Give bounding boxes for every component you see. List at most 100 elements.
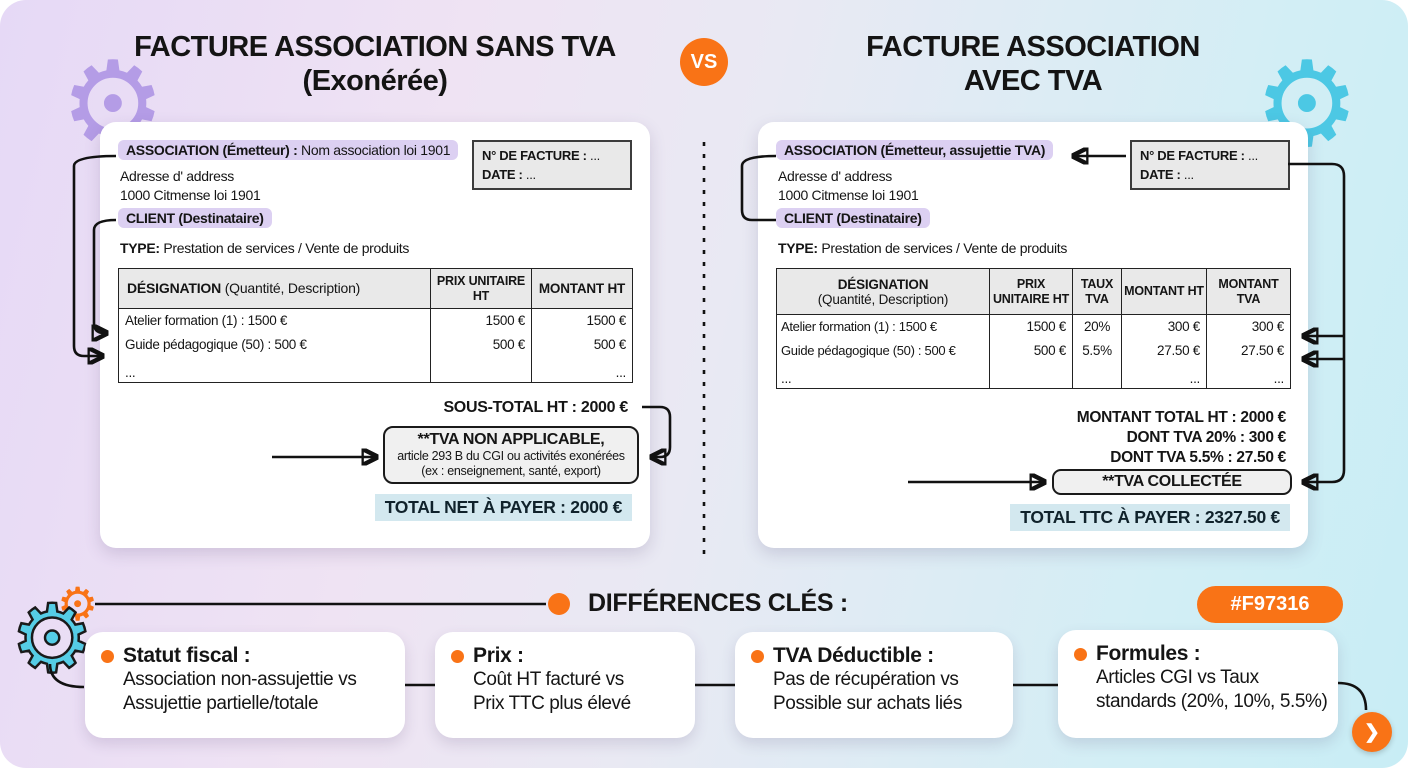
invoice-card-exonerated: ASSOCIATION (Émetteur) : Nom association… [100,122,650,548]
title-right-line2: AVEC TVA [963,65,1103,97]
invoice-no-label: N° DE FACTURE : [482,148,587,163]
date-label: DATE : [482,167,523,182]
table-header-designation: DÉSIGNATION (Quantité, Description) [118,268,431,309]
totals-summary: MONTANT TOTAL HT : 2000 € DONT TVA 20% :… [1076,408,1287,468]
table-cell: Atelier formation (1) : 1500 € [776,314,990,339]
chevron-right-button[interactable]: ❯ [1352,712,1392,752]
items-table: DÉSIGNATION (Quantité, Description) PRIX… [118,268,633,383]
address-line: Adresse d' address [778,168,893,184]
table-header-rate: TAUX TVA [1072,268,1122,315]
table-cell: ... [531,356,633,383]
invoice-card-with-vat: ASSOCIATION (Émetteur, assujettie TVA) A… [758,122,1308,548]
type-label: TYPE: [778,240,818,256]
chevron-right-icon: ❯ [1364,721,1380,743]
card-line: Articles CGI vs Taux [1096,667,1259,688]
card-title: Formules : [1096,642,1201,665]
table-cell: Guide pédagogique (50) : 500 € [118,332,431,357]
table-cell: 27.50 € [1206,338,1291,363]
invoice-no-value: ... [1244,148,1258,163]
color-code-badge: #F97316 [1197,586,1343,623]
table-cell: ... [118,356,431,383]
bullet-dot [101,649,114,663]
vs-badge: VS [680,38,728,86]
invoice-meta-box: N° DE FACTURE : ... DATE : ... [1130,140,1290,190]
issuer-highlight: ASSOCIATION (Émetteur, assujettie TVA) [776,140,1054,160]
table-cell: Atelier formation (1) : 1500 € [118,308,431,333]
type-line: TYPE: Prestation de services / Vente de … [120,240,409,256]
total-strip: TOTAL TTC À PAYER : 2327.50 € [1010,504,1290,531]
address-line: 1000 Citmense loi 1901 [778,187,919,203]
invoice-meta-box: N° DE FACTURE : ... DATE : ... [472,140,632,190]
summary-total-ht: MONTANT TOTAL HT : 2000 € [1076,409,1287,426]
table-row: Atelier formation (1) : 1500 € 1500 € 15… [118,308,633,333]
table-header-unit-price: PRIX UNITAIRE HT [989,268,1073,315]
difference-card-tva-deductible: TVA Déductible : Pas de récupération vs … [735,632,1013,738]
connector-card4-chevron [1337,681,1368,711]
table-header-designation: DÉSIGNATION(Quantité, Description) [776,268,990,315]
table-row: Guide pédagogique (50) : 500 € 500 € 5.5… [776,338,1291,363]
table-cell: 27.50 € [1121,338,1207,363]
difference-card-formules: Formules : Articles CGI vs Taux standard… [1058,630,1338,738]
differences-heading: DIFFÉRENCES CLÉS : [588,589,848,617]
page-title-right: FACTURE ASSOCIATION AVEC TVA [758,30,1308,98]
table-row: Guide pédagogique (50) : 500 € 500 € 500… [118,332,633,357]
type-value: Prestation de services / Vente de produi… [817,240,1068,256]
summary-tva-20: DONT TVA 20% : 300 € [1126,429,1287,446]
card-line: standards (20%, 10%, 5.5%) [1096,691,1328,712]
card-title: Prix : [473,644,524,667]
table-row: ... ... ... [776,362,1291,389]
tva-box-line3: (ex : enseignement, santé, export) [421,464,601,478]
invoice-no-label: N° DE FACTURE : [1140,148,1245,163]
bullet-dot [1074,647,1087,661]
type-label: TYPE: [120,240,160,256]
title-right-line1: FACTURE ASSOCIATION [866,31,1200,63]
address-line: 1000 Citmense loi 1901 [120,187,261,203]
card-line: Prix TTC plus élevé [473,693,631,714]
client-highlight: CLIENT (Destinataire) [776,208,930,228]
table-cell [1072,362,1122,389]
card-title-row: Statut fiscal : [101,644,391,668]
table-cell: 500 € [430,332,532,357]
card-body: Pas de récupération vs Possible sur acha… [773,668,999,716]
table-cell: ... [1206,362,1291,389]
table-header-amount-tva: MONTANT TVA [1206,268,1291,315]
table-cell [430,356,532,383]
date-value: ... [522,167,536,182]
tva-box-line2: article 293 B du CGI ou activités exonér… [397,449,625,463]
tva-collected-box: **TVA COLLECTÉE [1052,469,1292,495]
card-line: Assujettie partielle/totale [123,693,319,714]
table-cell: 1500 € [430,308,532,333]
gear-icon: ⚙ [9,586,96,691]
title-left-line2: (Exonérée) [302,65,448,97]
items-table: DÉSIGNATION(Quantité, Description) PRIX … [776,268,1291,389]
table-row: Atelier formation (1) : 1500 € 1500 € 20… [776,314,1291,339]
table-cell: 300 € [1121,314,1207,339]
table-cell: 20% [1072,314,1122,339]
table-cell: 1500 € [989,314,1073,339]
table-cell: 500 € [989,338,1073,363]
card-title: TVA Déductible : [773,644,934,667]
heading-bullet-dot [548,593,570,615]
issuer-value: Nom association loi 1901 [297,142,451,158]
table-header-amount-ht: MONTANT HT [1121,268,1207,315]
subtotal-line: SOUS-TOTAL HT : 2000 € [443,399,628,416]
page-title-left: FACTURE ASSOCIATION SANS TVA (Exonérée) [100,30,650,98]
card-line: Pas de récupération vs [773,669,959,690]
card-title-row: TVA Déductible : [751,644,999,668]
card-title: Statut fiscal : [123,644,251,667]
table-cell: 5.5% [1072,338,1122,363]
card-line: Possible sur achats liés [773,693,962,714]
card-title-row: Formules : [1074,642,1324,666]
issuer-label: ASSOCIATION (Émetteur) : [126,142,298,158]
card-body: Coût HT facturé vs Prix TTC plus élevé [473,668,681,716]
card-line: Coût HT facturé vs [473,669,624,690]
table-cell: 300 € [1206,314,1291,339]
date-value: ... [1180,167,1194,182]
table-cell: Guide pédagogique (50) : 500 € [776,338,990,363]
table-row: ... ... [118,356,633,383]
summary-tva-55: DONT TVA 5.5% : 27.50 € [1110,449,1286,466]
card-title-row: Prix : [451,644,681,668]
table-cell: ... [776,362,990,389]
table-header-unit-price: PRIX UNITAIRE HT [430,268,532,309]
address-line: Adresse d' address [120,168,235,184]
